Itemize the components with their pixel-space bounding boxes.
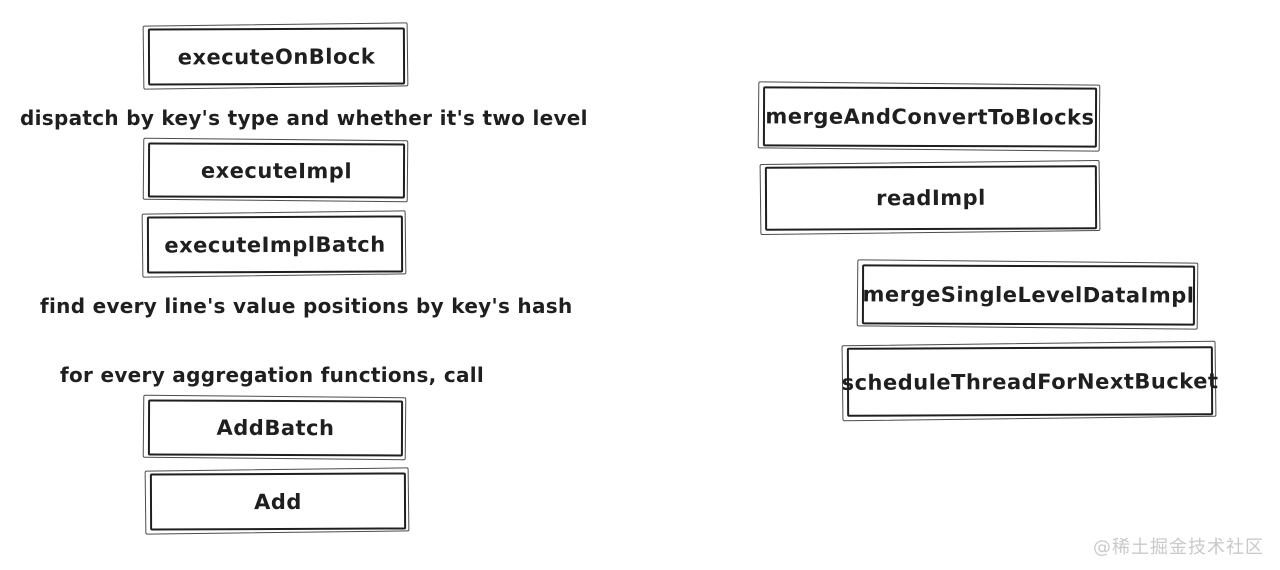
box-add-batch: AddBatch <box>147 399 404 457</box>
box-execute-impl: executeImpl <box>147 142 406 199</box>
box-read-impl-label: readImpl <box>876 185 986 211</box>
box-merge-and-convert-to-blocks-label: mergeAndConvertToBlocks <box>765 104 1095 130</box>
box-schedule-thread-for-next-bucket-label: scheduleThreadForNextBucket <box>841 368 1219 395</box>
box-add-label: Add <box>254 489 302 514</box>
box-merge-single-level-data-impl: mergeSingleLevelDataImpl <box>861 264 1196 326</box>
box-execute-impl-batch: executeImplBatch <box>146 215 404 274</box>
note-for-every-aggregation: for every aggregation functions, call <box>60 363 485 387</box>
box-schedule-thread-for-next-bucket: scheduleThreadForNextBucket <box>841 346 1219 417</box>
box-merge-single-level-data-impl-label: mergeSingleLevelDataImpl <box>862 282 1195 308</box>
note-dispatch-by-key-type: dispatch by key's type and whether it's … <box>20 106 588 130</box>
box-merge-and-convert-to-blocks: mergeAndConvertToBlocks <box>762 86 1098 148</box>
note-find-value-positions: find every line's value positions by key… <box>40 294 573 318</box>
box-execute-on-block: executeOnBlock <box>147 27 406 86</box>
box-execute-on-block-label: executeOnBlock <box>177 44 376 69</box>
box-read-impl: readImpl <box>764 165 1098 231</box>
watermark: @稀土掘金技术社区 <box>1093 537 1264 558</box>
box-add: Add <box>149 472 407 531</box>
box-add-batch-label: AddBatch <box>216 415 335 441</box>
box-execute-impl-label: executeImpl <box>200 158 353 183</box>
box-execute-impl-batch-label: executeImplBatch <box>164 232 386 257</box>
